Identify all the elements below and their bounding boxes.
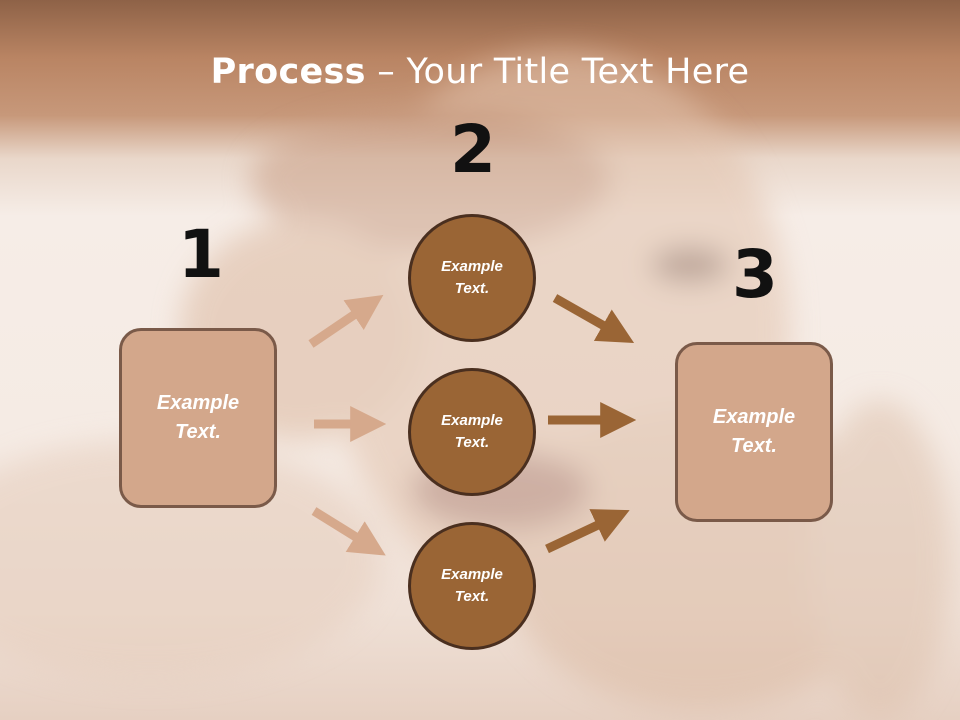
title-rest: – Your Title Text Here xyxy=(365,52,750,92)
slide-title: Process – Your Title Text Here xyxy=(0,52,960,92)
circle-top-line2: Text. xyxy=(454,280,490,297)
process-circle-bottom: Example Text. xyxy=(408,522,536,650)
arrow-left-to-bottom-icon xyxy=(311,507,386,556)
circle-top-line1: Example xyxy=(441,257,503,275)
step-number-1: 1 xyxy=(178,216,224,293)
right-box-line1: Example xyxy=(712,406,796,428)
circle-middle-line1: Example xyxy=(441,411,503,429)
step-number-3: 3 xyxy=(732,236,778,313)
right-text-box: Example Text. xyxy=(675,342,833,522)
circle-middle-line2: Text. xyxy=(454,434,490,451)
process-circle-top: Example Text. xyxy=(408,214,536,342)
left-text-box: Example Text. xyxy=(119,328,277,508)
left-box-line2: Text. xyxy=(175,421,221,443)
process-circle-middle: Example Text. xyxy=(408,368,536,496)
arrow-top-to-right-icon xyxy=(552,294,635,344)
step-number-2: 2 xyxy=(450,111,496,188)
left-box-line1: Example xyxy=(156,392,240,414)
arrow-bottom-to-right-icon xyxy=(545,509,630,554)
circle-bottom-line1: Example xyxy=(441,565,503,583)
title-bold: Process xyxy=(210,52,366,92)
arrow-left-to-top-icon xyxy=(308,294,384,348)
circle-bottom-line2: Text. xyxy=(454,588,490,605)
right-box-line2: Text. xyxy=(731,435,777,457)
